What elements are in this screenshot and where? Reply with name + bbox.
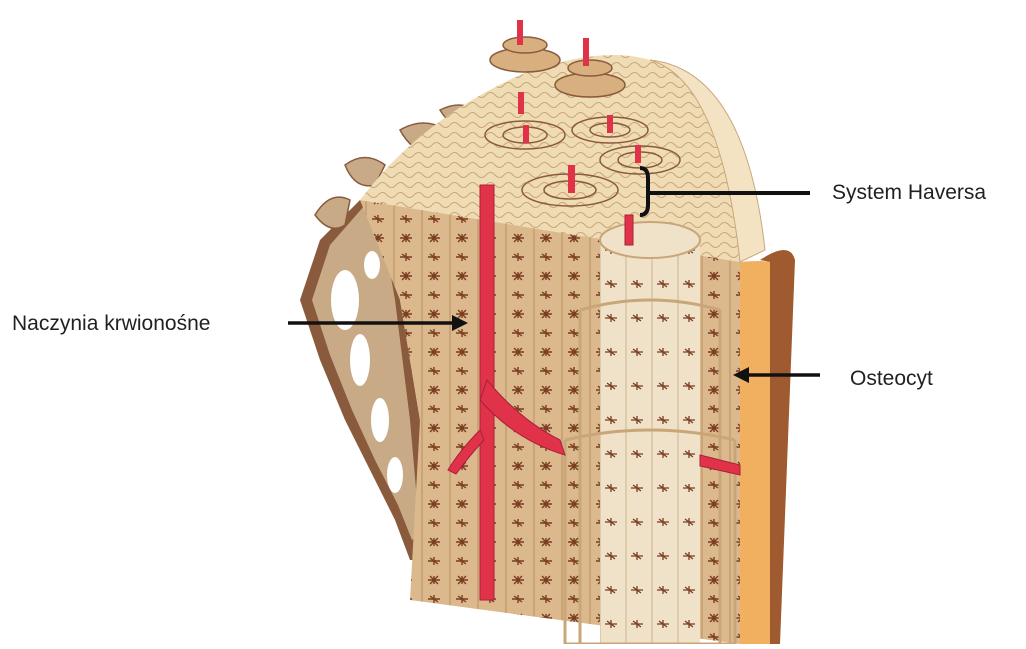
label-blood-vessels: Naczynia krwionośne (12, 313, 210, 334)
label-osteocyte: Osteocyt (850, 368, 933, 389)
label-haversian-system: System Haversa (832, 182, 986, 203)
